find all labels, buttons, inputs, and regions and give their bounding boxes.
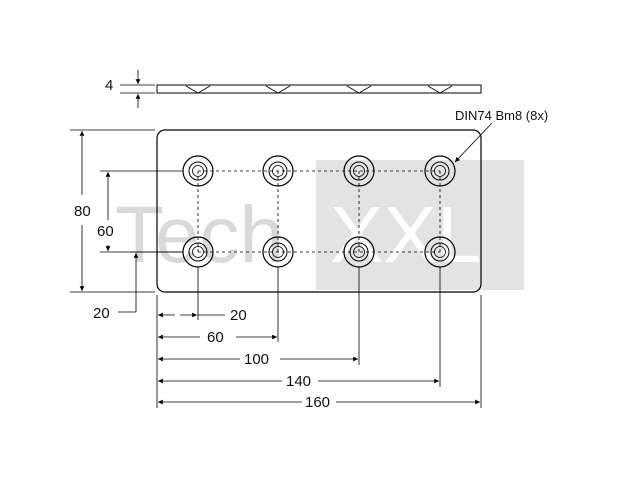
hole: [424, 155, 456, 187]
plate-top-view: [156, 129, 482, 293]
watermark: Tech XXL: [115, 160, 524, 290]
side-view: 4: [105, 70, 482, 108]
dim-width-overall: 160: [305, 394, 330, 411]
hole: [262, 155, 294, 187]
vertical-dimension-lines: [70, 129, 183, 313]
side-view-countersinks: [185, 85, 453, 94]
side-view-plate: [156, 84, 482, 94]
dim-h2: 100: [244, 351, 269, 368]
centerlines: [197, 170, 441, 253]
dim-height-overall: 80: [74, 203, 91, 220]
plate-outline: [156, 129, 482, 293]
dim-hole-offset-bottom: 20: [93, 305, 110, 322]
horizontal-dimension-lines: [156, 267, 482, 408]
watermark-text-tech: Tech: [115, 190, 284, 279]
dim-h1: 60: [207, 329, 224, 346]
hole: [343, 155, 375, 187]
dim-h3: 140: [286, 373, 311, 390]
dim-hole-spacing-vertical: 60: [97, 223, 114, 240]
thickness-label: 4: [105, 77, 113, 94]
callout: DIN74 Bm8 (8x): [454, 108, 548, 163]
dim-hole-offset-left: 20: [230, 307, 247, 324]
watermark-box: [316, 160, 524, 290]
callout-label: DIN74 Bm8 (8x): [455, 108, 548, 123]
holes: [182, 155, 456, 268]
watermark-text-xxl: XXL: [330, 190, 481, 279]
